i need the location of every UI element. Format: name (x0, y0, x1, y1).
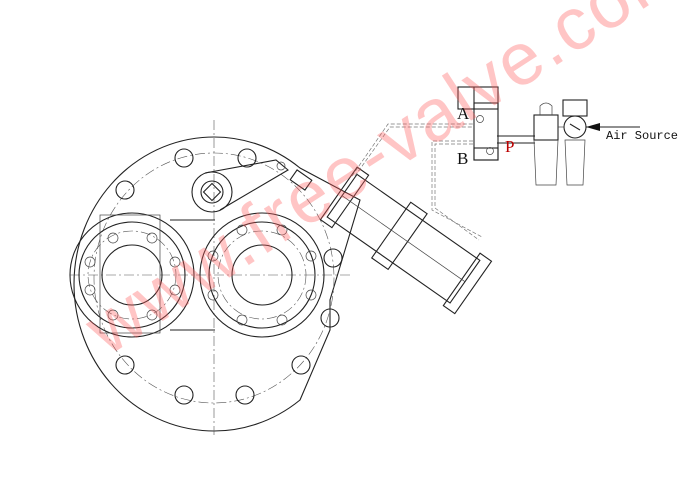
port-a-label: A (457, 104, 470, 123)
air-source-arrow-icon (586, 123, 640, 131)
valve-body (70, 120, 361, 435)
right-flange (170, 212, 325, 338)
solenoid-valve (457, 86, 499, 161)
port-b-label: B (457, 149, 469, 168)
pneumatic-cylinder (319, 166, 493, 315)
air-source-label: Air Source (606, 129, 679, 143)
filter-regulator-unit (533, 99, 588, 186)
crank-arm (191, 159, 313, 213)
port-p-label: P (505, 137, 515, 156)
air-pipes (351, 123, 535, 241)
left-flange (69, 212, 195, 338)
body-bolts (115, 148, 343, 405)
